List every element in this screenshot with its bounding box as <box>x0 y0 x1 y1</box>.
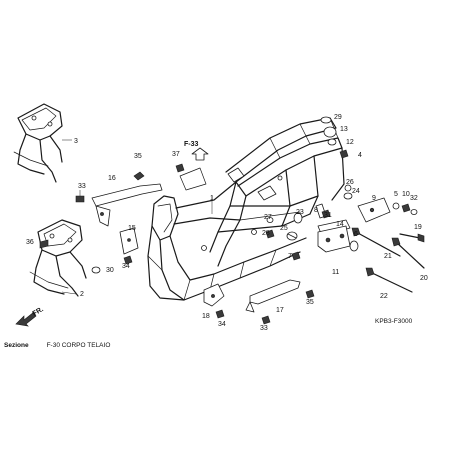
cap-32 <box>410 209 418 215</box>
nut-35-bottom <box>305 289 315 299</box>
callout-21: 21 <box>384 253 392 260</box>
callout-8: 8 <box>314 207 318 214</box>
nut-10 <box>401 203 411 213</box>
bolt-33-top <box>75 190 85 203</box>
bolt-19 <box>399 233 425 243</box>
fr-arrow-label: FR. <box>32 306 45 318</box>
collar-25 <box>286 231 298 241</box>
bracket-18 <box>203 283 225 307</box>
callout-13: 13 <box>340 126 348 133</box>
callout-35-bottom: 35 <box>306 299 314 306</box>
callout-labels: 1 2 3 4 5 6 7 8 9 10 11 12 13 14 15 16 1… <box>26 114 428 332</box>
rear-carrier-bracket <box>13 103 72 183</box>
bolt-36 <box>39 239 49 249</box>
callout-14: 14 <box>336 221 344 228</box>
callout-23: 23 <box>296 209 304 216</box>
callout-28: 28 <box>262 230 270 237</box>
collar-23 <box>293 212 303 224</box>
callout-29: 29 <box>334 114 342 121</box>
callout-10: 10 <box>402 191 410 198</box>
callout-26: 26 <box>346 179 354 186</box>
bush-6 <box>349 240 359 252</box>
bolt-33-bottom <box>261 315 271 325</box>
section-label: Sezione <box>4 341 29 349</box>
washer-5 <box>392 202 400 210</box>
callout-37: 37 <box>172 151 180 158</box>
callout-17: 17 <box>276 307 284 314</box>
callout-1: 1 <box>210 195 214 202</box>
callout-35-top: 35 <box>134 153 142 160</box>
nut-31 <box>321 209 331 219</box>
nut-4 <box>339 149 349 159</box>
callout-3: 3 <box>74 138 78 145</box>
callout-19: 19 <box>414 224 422 231</box>
callout-16: 16 <box>108 175 116 182</box>
callout-34-bottom: 34 <box>218 321 226 328</box>
collar-30 <box>91 266 101 274</box>
reference-link <box>179 147 209 191</box>
callout-5: 5 <box>394 191 398 198</box>
callout-18: 18 <box>202 313 210 320</box>
callout-36: 36 <box>26 239 34 246</box>
stay-bracket-16 <box>91 183 163 227</box>
callout-7: 7 <box>288 253 292 260</box>
nut-34-left <box>123 255 133 265</box>
collar-12 <box>327 138 337 146</box>
washer-27 <box>266 217 274 223</box>
callout-30: 30 <box>106 267 114 274</box>
ref-box-label: F-33 <box>184 141 199 148</box>
callout-32: 32 <box>410 195 418 202</box>
callout-27: 27 <box>264 214 272 221</box>
bolt-7 <box>291 251 301 261</box>
side-carrier-bracket <box>29 219 87 297</box>
callout-33-bottom: 33 <box>260 325 268 332</box>
bolt-20 <box>391 237 425 269</box>
collar-24 <box>343 192 353 200</box>
plate-15 <box>119 227 139 255</box>
callout-34-left: 34 <box>122 263 130 270</box>
section-caption: Sezione F-30 CORPO TELAIO <box>4 338 444 352</box>
bush-13 <box>323 126 337 138</box>
callout-22: 22 <box>380 293 388 300</box>
link-11 <box>317 225 351 253</box>
nut-35-top <box>133 171 145 181</box>
callout-15: 15 <box>128 225 136 232</box>
callout-20: 20 <box>420 275 428 282</box>
bolt-21 <box>351 227 401 257</box>
callout-33-top: 33 <box>78 183 86 190</box>
section-title: F-30 CORPO TELAIO <box>46 341 111 349</box>
callout-9: 9 <box>372 195 376 202</box>
nut-34-bottom <box>215 309 225 319</box>
callout-11: 11 <box>332 269 339 276</box>
callout-2: 2 <box>80 291 84 298</box>
bolt-22 <box>365 267 413 293</box>
clip-37 <box>175 163 185 173</box>
callout-4: 4 <box>358 152 362 159</box>
callout-31: 31 <box>324 212 332 219</box>
callout-12: 12 <box>346 139 354 146</box>
front-direction-arrow: FR. <box>15 306 45 327</box>
nut-28 <box>265 229 275 239</box>
callout-6: 6 <box>354 231 358 238</box>
diagram-code: KPB3-F3000 <box>375 318 413 325</box>
callout-24: 24 <box>352 188 360 195</box>
collar-26 <box>344 184 352 192</box>
callout-25: 25 <box>280 225 288 232</box>
bush-29 <box>320 116 332 124</box>
stay-17 <box>245 279 301 313</box>
hanger-plate-9 <box>357 197 391 223</box>
